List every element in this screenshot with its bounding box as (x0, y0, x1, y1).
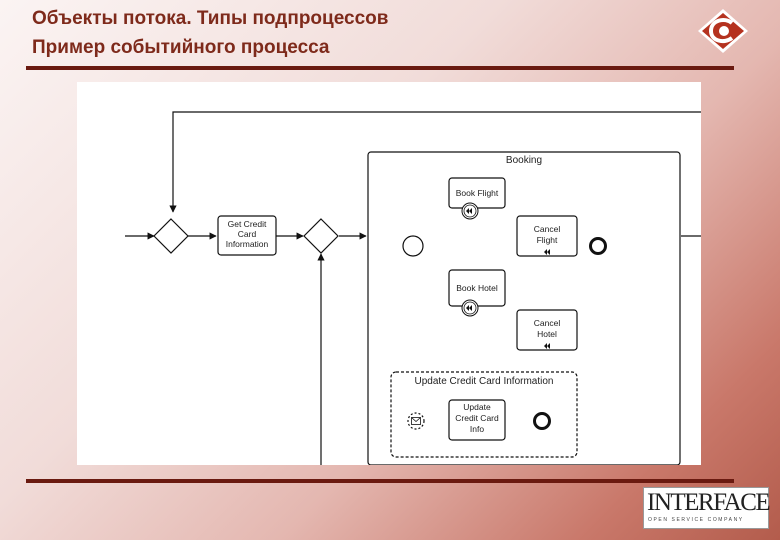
decision-gateway (303, 218, 339, 254)
task-label: Info (470, 424, 484, 434)
merge-gateway (153, 218, 189, 254)
task-label: Book Flight (456, 188, 499, 198)
task-label: Credit Card (455, 413, 499, 423)
task-label: Information (226, 239, 269, 249)
process-diagram: Get Credit Card Information Booking Book… (125, 111, 701, 465)
subprocess-booking: Booking Book Flight Cancel Flight Book H (367, 151, 681, 465)
task-book-flight: Book Flight (448, 177, 506, 209)
task-label: Hotel (537, 329, 557, 339)
brand-logo-icon (697, 8, 749, 54)
subprocess-label: Booking (506, 155, 542, 166)
task-label: Card (238, 229, 257, 239)
end-event-icon (589, 237, 607, 255)
compensation-marker-icon (544, 343, 550, 349)
diagram-panel: Get Credit Card Information Booking Book… (77, 82, 701, 465)
footer-divider (26, 479, 734, 483)
task-cancel-hotel: Cancel Hotel (516, 309, 578, 351)
task-book-hotel: Book Hotel (448, 269, 506, 307)
slide-title: Объекты потока. Типы подпроцессов (32, 8, 389, 29)
task-label: Get Credit (228, 219, 267, 229)
message-start-event-icon (407, 412, 425, 430)
task-label: Cancel (534, 318, 561, 328)
task-label: Flight (537, 235, 558, 245)
task-label: Update (463, 402, 491, 412)
compensation-marker-icon (544, 249, 550, 255)
end-event-icon (533, 412, 551, 430)
company-logo: INTERFACE OPEN SERVICE COMPANY (643, 487, 771, 529)
task-label: Book Hotel (456, 283, 498, 293)
company-name: INTERFACE (647, 489, 771, 516)
subprocess-label: Update Credit Card Information (415, 376, 554, 387)
compensation-event-icon (461, 299, 479, 317)
task-cancel-flight: Cancel Flight (516, 215, 578, 257)
title-divider (26, 66, 734, 70)
compensation-event-icon (461, 202, 479, 220)
task-label: Cancel (534, 224, 561, 234)
event-subprocess-update-credit-card: Update Credit Card Information Update Cr… (390, 371, 578, 458)
task-get-credit-card: Get Credit Card Information (217, 215, 277, 256)
slide-subtitle: Пример событийного процесса (32, 37, 330, 58)
task-update-credit-card-info: Update Credit Card Info (448, 399, 506, 441)
start-event-icon (402, 235, 424, 257)
company-tagline: OPEN SERVICE COMPANY (648, 517, 744, 523)
